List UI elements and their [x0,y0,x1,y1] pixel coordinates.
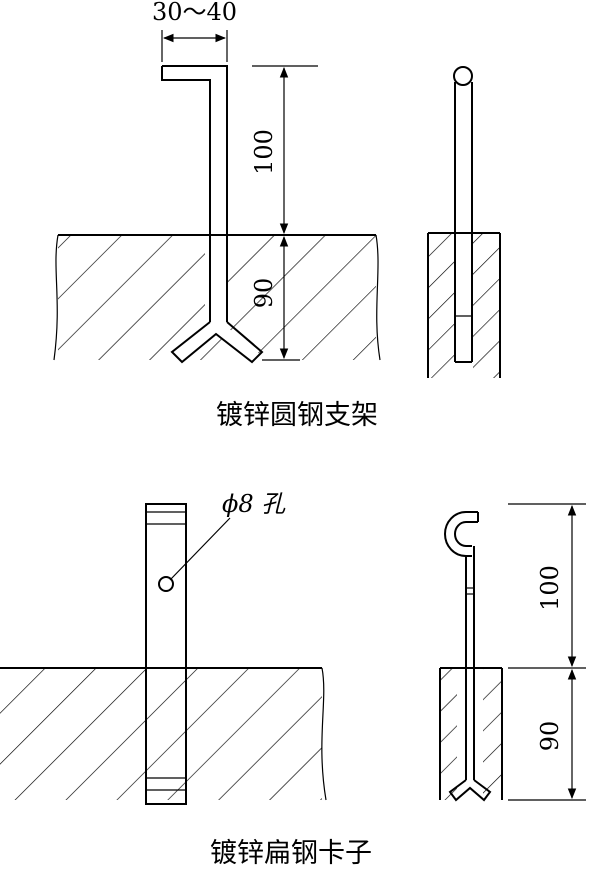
flat-clamp-side-view [439,511,503,802]
hole-note: ϕ8 孔 [222,490,286,518]
dim-lower-label-top: 90 [250,278,278,309]
wall-section-bottom-left [0,667,327,801]
round-bracket-front-view: 30～40 100 90 [53,0,381,364]
dim-vertical-top: 100 90 [250,65,318,361]
dim-upper-label-bottom: 100 [536,565,564,611]
flat-clamp-front-view: ϕ8 孔 [0,490,327,805]
dim-width: 30～40 [152,0,237,62]
dim-lower-label-bottom: 90 [536,721,564,752]
round-steel-rod [161,65,264,364]
wall-section-top-left [53,234,381,362]
dim-width-label: 30～40 [152,0,237,26]
caption-round-bracket: 镀锌圆钢支架 [216,400,378,431]
round-bracket-side-view [427,66,501,378]
dim-upper-label-top: 100 [250,129,278,175]
dim-vertical-bottom: 100 90 [508,503,586,801]
caption-flat-clamp: 镀锌扁钢卡子 [210,838,372,869]
